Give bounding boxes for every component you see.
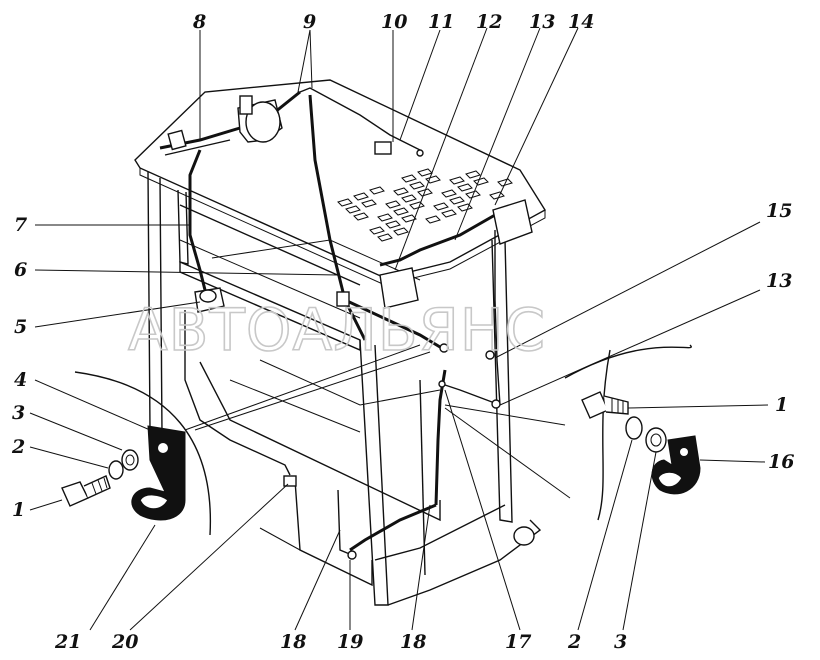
callout-1-left: 1 (12, 499, 25, 521)
callout-16: 16 (768, 451, 794, 473)
clamp-icon (131, 425, 186, 521)
callout-11: 11 (428, 11, 454, 33)
vent-cell (393, 207, 409, 216)
callout-4: 4 (14, 369, 27, 391)
vent-cell (345, 205, 361, 214)
vent-cell (385, 200, 401, 209)
vent-cell (457, 183, 473, 192)
callout-labels: 8 9 10 11 12 13 14 15 13 7 6 5 4 3 2 1 1… (11, 11, 794, 653)
callout-1-right: 1 (775, 394, 788, 416)
vent-cell (385, 220, 401, 229)
bolt-icon (581, 391, 629, 419)
right-clamp-detail (564, 344, 701, 521)
callout-5: 5 (14, 316, 27, 338)
vent-cell (337, 198, 353, 207)
vent-cell (425, 215, 441, 224)
callout-8: 8 (192, 11, 206, 33)
callout-6: 6 (14, 259, 27, 281)
callout-3-left: 3 (12, 402, 25, 424)
callout-13-top: 13 (529, 11, 555, 33)
vent-cell (433, 202, 449, 211)
callout-12: 12 (476, 11, 502, 33)
callout-17: 17 (505, 631, 531, 653)
vent-cell (441, 209, 457, 218)
vent-cell (401, 174, 417, 183)
vent-cell (409, 201, 425, 210)
vent-cell (393, 227, 409, 236)
vent-cell (401, 214, 417, 223)
vent-cell (457, 203, 473, 212)
vent-cell (449, 196, 465, 205)
washer-icon (625, 416, 643, 440)
callout-13-right: 13 (766, 270, 792, 292)
roof-components (164, 95, 533, 560)
callout-3-right: 3 (614, 631, 627, 653)
callout-21: 21 (54, 631, 81, 653)
clamp-icon (651, 435, 701, 495)
vent-cell (377, 213, 393, 222)
vent-cell (417, 188, 433, 197)
vent-cell (441, 189, 457, 198)
bolt-icon (61, 475, 111, 507)
callout-2-right: 2 (567, 631, 581, 653)
callout-14: 14 (568, 11, 594, 33)
callout-20: 20 (111, 631, 138, 653)
roof-vent-grid (337, 168, 513, 242)
callout-18-right: 18 (400, 631, 426, 653)
washer-icon (645, 427, 667, 453)
washer-icon (108, 460, 124, 480)
vent-cell (353, 212, 369, 221)
callout-9: 9 (303, 11, 316, 33)
callout-10: 10 (381, 11, 407, 33)
vent-cell (393, 187, 409, 196)
vent-cell (409, 181, 425, 190)
vent-cell (473, 177, 489, 186)
vent-cell (369, 226, 385, 235)
callout-18-left: 18 (280, 631, 306, 653)
vent-cell (449, 176, 465, 185)
vent-cell (361, 199, 377, 208)
vent-cell (377, 233, 393, 242)
vent-cell (353, 192, 369, 201)
vent-cell (417, 168, 433, 177)
callout-15: 15 (766, 200, 792, 222)
vent-cell (401, 194, 417, 203)
vent-cell (465, 190, 481, 199)
vent-cell (465, 170, 481, 179)
left-clamp-detail (61, 371, 212, 536)
vent-cell (369, 186, 385, 195)
vent-cell (497, 178, 513, 187)
watermark: АВТОАЛЬЯНС (128, 296, 546, 364)
vent-cell (489, 191, 505, 200)
callout-7: 7 (14, 214, 27, 236)
leader-lines (29, 27, 769, 631)
washer-icon (121, 449, 139, 471)
callout-19: 19 (337, 631, 363, 653)
callout-2-left: 2 (11, 436, 25, 458)
